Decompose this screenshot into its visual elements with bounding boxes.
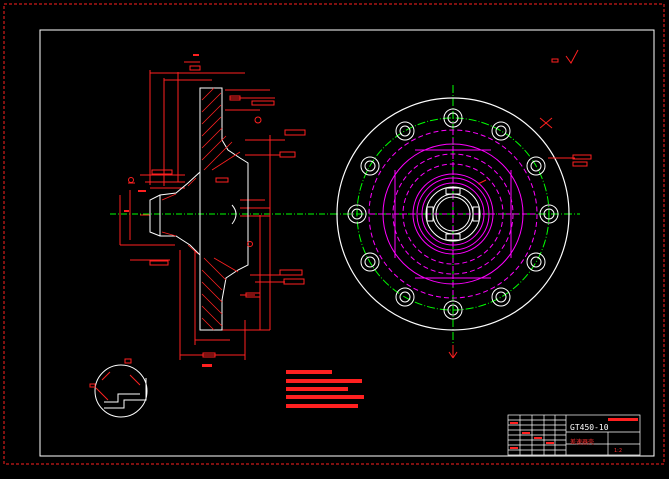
- datum-markers: [128, 116, 262, 247]
- surface-finish-symbol: [551, 49, 579, 64]
- bolt-hole: [395, 287, 415, 307]
- bolt-pitch-circle: [356, 117, 550, 311]
- sheet-border: [3, 3, 665, 465]
- flange-outer-circle: [336, 97, 570, 331]
- hub: [425, 186, 481, 242]
- bolt-holes: [347, 108, 559, 320]
- bolt-hole: [443, 300, 463, 320]
- bolt-hole: [360, 156, 380, 176]
- drawing-scale: 1:2: [614, 448, 623, 454]
- title-block: [507, 414, 641, 456]
- bolt-hole: [491, 287, 511, 307]
- bolt-hole: [526, 156, 546, 176]
- bolt-hole: [347, 204, 367, 224]
- section-annotations: [149, 65, 306, 358]
- section-body: [149, 87, 249, 331]
- section-dimension-text: [124, 54, 212, 367]
- bolt-hole: [443, 108, 463, 128]
- section-view: [110, 54, 330, 367]
- bolt-hole: [526, 252, 546, 272]
- bolt-hole: [539, 204, 559, 224]
- front-view: [330, 49, 592, 359]
- part-name: 差速器壳: [570, 439, 595, 446]
- detail-view: [89, 358, 148, 418]
- technical-notes: [286, 370, 364, 408]
- bolt-hole: [491, 121, 511, 141]
- section-hatching: [161, 87, 241, 331]
- bolt-hole: [360, 252, 380, 272]
- hidden-features: [368, 129, 538, 299]
- title-block-fill: [510, 418, 638, 449]
- drawing-number: GT450-10: [570, 423, 609, 432]
- section-dimension-lines: [119, 61, 285, 360]
- bolt-hole: [395, 121, 415, 141]
- front-annotations: [448, 117, 592, 359]
- drawing-frame: [39, 29, 655, 457]
